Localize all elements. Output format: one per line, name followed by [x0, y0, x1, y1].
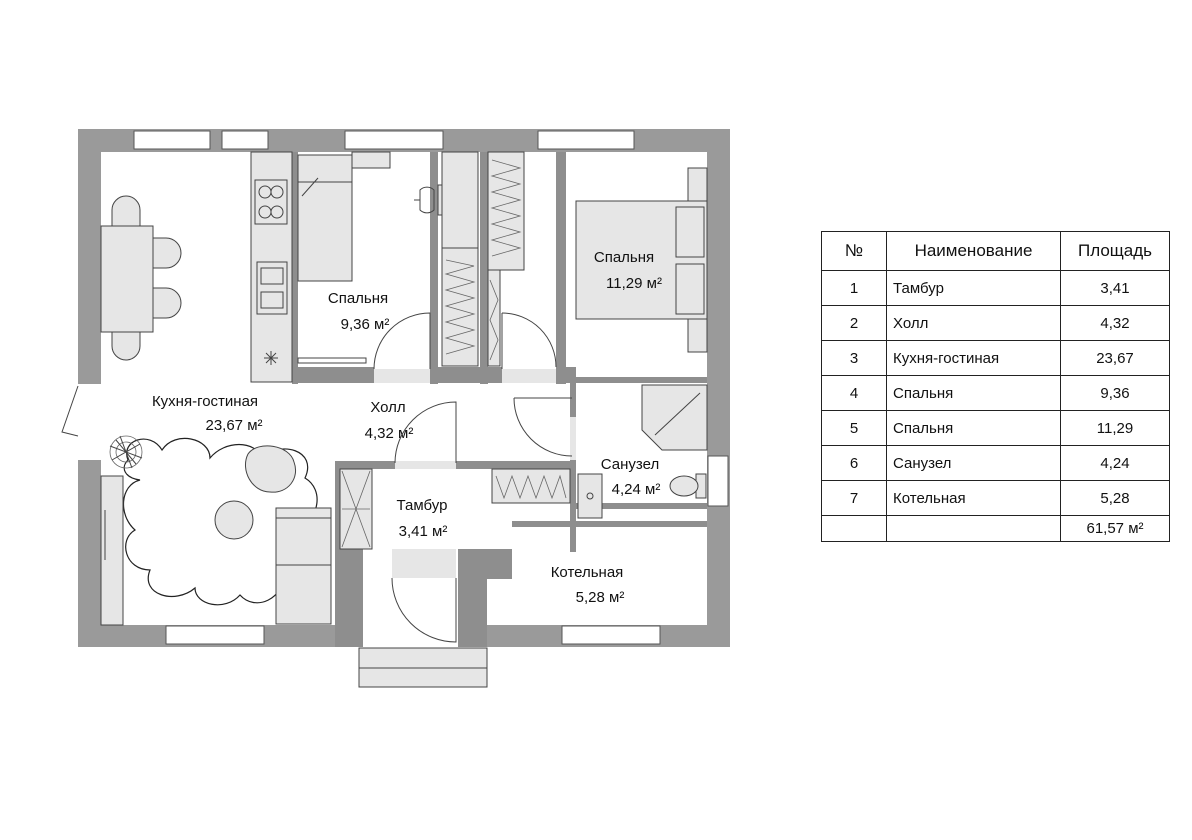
row-num: 6	[821, 445, 887, 481]
sink	[577, 473, 603, 519]
tall-cabinet	[100, 475, 124, 626]
room-area-hall: 4,32 м²	[365, 425, 414, 442]
header-name: Наименование	[886, 231, 1061, 271]
wardrobe-1	[441, 151, 479, 367]
row-num: 7	[821, 480, 887, 516]
kitchen-door-gap	[78, 384, 101, 460]
vestibule-wardrobe	[339, 468, 373, 550]
row-name: Спальня	[886, 375, 1061, 411]
row-name: Холл	[886, 305, 1061, 341]
kitchen-door-swing	[61, 385, 79, 437]
door-openings	[374, 369, 576, 578]
plant	[109, 435, 143, 469]
dining-table	[100, 195, 182, 361]
total-area: 61,57 м²	[1060, 515, 1170, 542]
room-area-bedroom2: 11,29 м²	[606, 275, 662, 292]
room-name-vestibule: Тамбур	[397, 497, 448, 514]
room-name-kitchen: Кухня-гостиная	[152, 393, 258, 410]
bedroom1-tv	[297, 357, 367, 364]
row-area: 3,41	[1060, 270, 1170, 306]
room-name-boiler: Котельная	[551, 564, 624, 581]
row-area: 11,29	[1060, 410, 1170, 446]
door-swings	[373, 312, 573, 643]
total-empty-name	[886, 515, 1061, 542]
table-total-row: 61,57 м²	[821, 515, 1170, 542]
row-area: 5,28	[1060, 480, 1170, 516]
room-area-bedroom1: 9,36 м²	[341, 316, 390, 333]
wardrobe-2	[487, 151, 525, 367]
bedroom1-shelf	[351, 151, 391, 169]
kitchen-counter	[250, 151, 293, 383]
table-row: 6 Санузел 4,24	[821, 445, 1170, 481]
header-area: Площадь	[1060, 231, 1170, 271]
row-num: 3	[821, 340, 887, 376]
row-name: Спальня	[886, 410, 1061, 446]
room-area-boiler: 5,28 м²	[576, 589, 625, 606]
single-bed	[297, 154, 353, 282]
room-name-bedroom1: Спальня	[328, 290, 388, 307]
row-area: 4,24	[1060, 445, 1170, 481]
row-num: 2	[821, 305, 887, 341]
room-area-kitchen: 23,67 м²	[205, 417, 262, 434]
row-name: Тамбур	[886, 270, 1061, 306]
floor-plan: Кухня-гостиная 23,67 м² Спальня 9,36 м² …	[61, 129, 730, 688]
double-bed	[575, 167, 708, 353]
row-area: 4,32	[1060, 305, 1170, 341]
row-name: Кухня-гостиная	[886, 340, 1061, 376]
row-name: Санузел	[886, 445, 1061, 481]
room-name-bedroom2: Спальня	[594, 249, 654, 266]
room-area-table: № Наименование Площадь 1 Тамбур 3,41 2 Х…	[821, 231, 1170, 542]
row-num: 4	[821, 375, 887, 411]
row-area: 9,36	[1060, 375, 1170, 411]
table-row: 2 Холл 4,32	[821, 305, 1170, 341]
table-row: 1 Тамбур 3,41	[821, 270, 1170, 306]
entrance-steps	[358, 647, 488, 688]
room-name-bathroom: Санузел	[601, 456, 659, 473]
table-row: 3 Кухня-гостиная 23,67	[821, 340, 1170, 376]
room-name-hall: Холл	[370, 399, 405, 416]
shower	[641, 384, 708, 451]
hall-wardrobe	[491, 468, 571, 504]
table-row: 7 Котельная 5,28	[821, 480, 1170, 516]
toilet	[669, 473, 707, 499]
sofa	[275, 507, 332, 625]
table-row: 5 Спальня 11,29	[821, 410, 1170, 446]
header-num: №	[821, 231, 887, 271]
row-num: 5	[821, 410, 887, 446]
row-num: 1	[821, 270, 887, 306]
room-area-vestibule: 3,41 м²	[399, 523, 448, 540]
windows	[133, 130, 729, 645]
table-row: 4 Спальня 9,36	[821, 375, 1170, 411]
total-empty-num	[821, 515, 887, 542]
table-header-row: № Наименование Площадь	[821, 231, 1170, 271]
row-name: Котельная	[886, 480, 1061, 516]
room-area-bathroom: 4,24 м²	[612, 481, 661, 498]
row-area: 23,67	[1060, 340, 1170, 376]
